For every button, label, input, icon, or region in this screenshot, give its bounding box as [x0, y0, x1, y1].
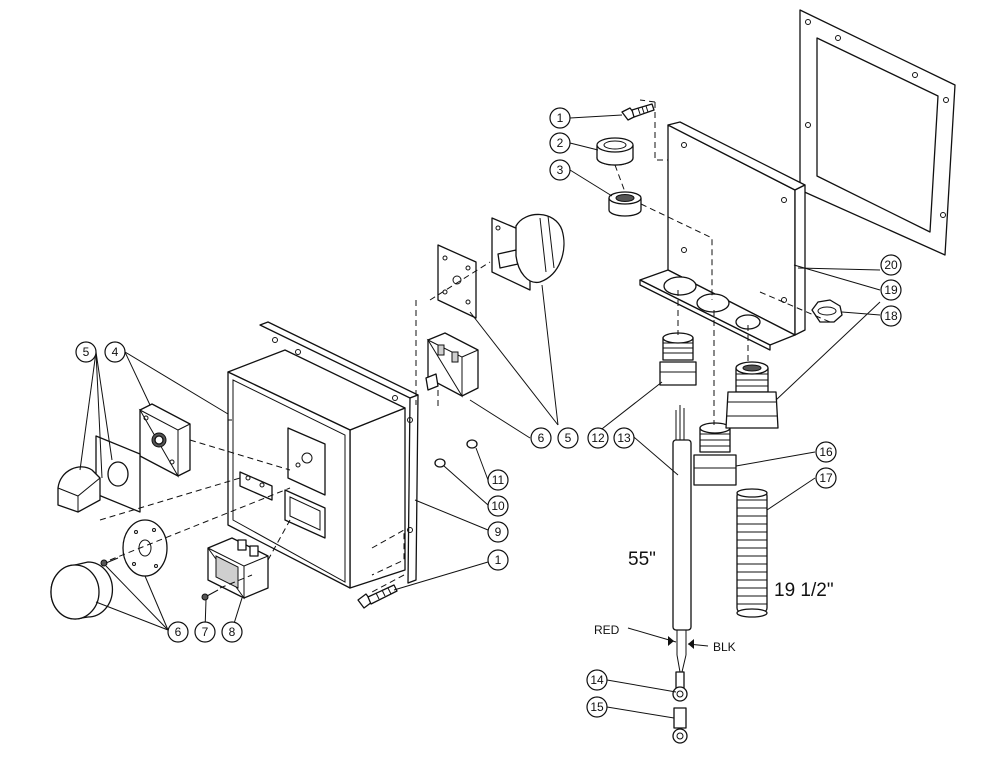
connector-part-16 — [693, 422, 737, 486]
mounting-plate-part-6 — [437, 244, 477, 319]
svg-text:3: 3 — [557, 163, 564, 177]
svg-text:16: 16 — [819, 445, 833, 459]
callout-7: 7 — [194, 621, 216, 643]
assembly-lines — [99, 99, 831, 593]
svg-text:11: 11 — [492, 473, 505, 487]
callout-3: 3 — [549, 159, 571, 181]
nut-part-11 — [466, 439, 478, 449]
gasket-part-20 — [799, 9, 956, 256]
ring-terminal-part-15 — [672, 707, 688, 744]
callout-8: 8 — [221, 621, 243, 643]
screw-part-6 — [100, 557, 119, 567]
svg-text:5: 5 — [83, 345, 90, 359]
bracket-part-19 — [639, 121, 806, 351]
callout-12: 12 — [587, 427, 609, 449]
screw-part-1-top — [621, 103, 655, 121]
flex-conduit-part-17 — [736, 488, 768, 618]
pilot-light-part-4 — [138, 403, 191, 478]
callout-16: 16 — [815, 441, 837, 463]
screw-part-7 — [201, 589, 219, 601]
svg-text:10: 10 — [491, 499, 505, 513]
screw-part-1-bottom — [357, 584, 398, 609]
svg-text:8: 8 — [229, 625, 236, 639]
callout-6-left: 6 — [167, 621, 189, 643]
lamp-cover-part-5 — [57, 466, 101, 513]
leader-lines — [79, 114, 881, 719]
callout-14: 14 — [586, 669, 608, 691]
callout-9: 9 — [487, 521, 509, 543]
svg-text:20: 20 — [884, 258, 898, 272]
svg-text:6: 6 — [175, 625, 182, 639]
locknut-part-18 — [811, 299, 843, 323]
svg-text:6: 6 — [538, 431, 545, 445]
cable-part-13 — [672, 405, 692, 673]
svg-text:1: 1 — [495, 553, 502, 567]
red-wire-label: RED — [594, 623, 620, 637]
knob-part-6 — [50, 561, 114, 620]
svg-text:17: 17 — [819, 471, 833, 485]
svg-text:7: 7 — [202, 625, 209, 639]
conduit-connector — [725, 361, 779, 429]
svg-text:4: 4 — [112, 345, 119, 359]
svg-text:15: 15 — [590, 700, 604, 714]
thermostat-part-5 — [491, 213, 565, 291]
svg-text:14: 14 — [590, 673, 604, 687]
ring-terminal-part-14 — [672, 671, 688, 702]
connector-part-12 — [659, 332, 697, 386]
callout-4: 4 — [104, 341, 126, 363]
callout-5-left: 5 — [75, 341, 97, 363]
bushing-part-3 — [608, 191, 642, 217]
conduit-length-label: 19 1/2" — [774, 580, 834, 601]
callout-20: 20 — [880, 254, 902, 276]
callout-6-right: 6 — [530, 427, 552, 449]
svg-text:18: 18 — [884, 309, 898, 323]
svg-text:19: 19 — [884, 283, 898, 297]
callout-1-top: 1 — [549, 107, 571, 129]
label-plate-part-5 — [95, 435, 141, 513]
callout-15: 15 — [586, 696, 608, 718]
thermostat-switch — [425, 332, 479, 398]
callout-5-right: 5 — [557, 427, 579, 449]
washer-part-10 — [434, 458, 446, 468]
svg-text:12: 12 — [591, 431, 605, 445]
callout-11: 11 — [487, 469, 509, 491]
svg-text:13: 13 — [617, 431, 631, 445]
rocker-switch-part-8 — [207, 537, 269, 600]
svg-text:2: 2 — [557, 136, 564, 150]
callout-2: 2 — [549, 132, 571, 154]
dial-plate-part-6 — [122, 519, 168, 577]
nut-part-2 — [596, 137, 634, 166]
black-wire-label: BLK — [713, 640, 736, 654]
svg-text:1: 1 — [557, 111, 564, 125]
callout-13: 13 — [613, 427, 635, 449]
callout-17: 17 — [815, 467, 837, 489]
callout-10: 10 — [487, 495, 509, 517]
callout-1-bottom: 1 — [487, 549, 509, 571]
enclosure-part-9 — [227, 321, 419, 589]
svg-text:9: 9 — [495, 525, 502, 539]
svg-text:5: 5 — [565, 431, 572, 445]
cable-length-label: 55" — [628, 549, 656, 570]
callout-19: 19 — [880, 279, 902, 301]
callout-18: 18 — [880, 305, 902, 327]
